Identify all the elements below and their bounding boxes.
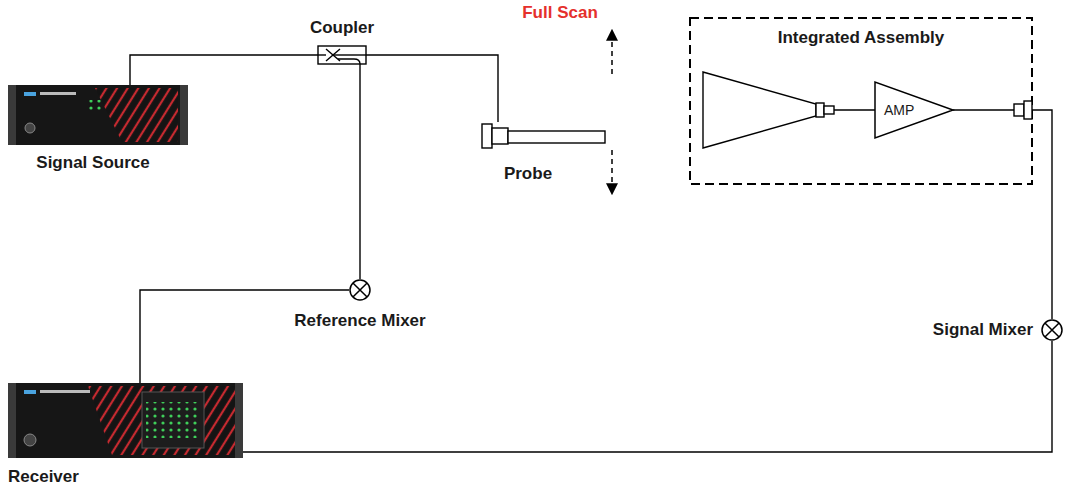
mixer-circle: Reference Mixer	[349, 279, 371, 301]
instrument-box: Receiver	[8, 383, 243, 458]
assembly-group: Integrated AssemblyAMP	[690, 18, 1032, 184]
mixer-symbol	[349, 279, 371, 301]
signal-cable	[1032, 110, 1052, 319]
probe-symbol	[482, 124, 605, 148]
component-label: Integrated Assembly	[778, 28, 945, 48]
coupler-box: Coupler	[318, 46, 366, 64]
mixer-circle: Signal Mixer	[1041, 319, 1063, 341]
component-label: Reference Mixer	[294, 311, 425, 331]
probe-box: Probe	[482, 122, 605, 150]
amplifier-triangle: AMP	[875, 82, 953, 138]
component-label: Receiver	[8, 467, 79, 487]
signal-cable	[140, 290, 349, 383]
component-label: Signal Source	[36, 153, 149, 173]
component-label: Signal Mixer	[933, 320, 1033, 340]
component-label: Probe	[504, 164, 552, 184]
mixer-symbol	[1041, 319, 1063, 341]
coupler-symbol	[318, 46, 366, 64]
signal-cable	[359, 64, 360, 279]
horn-antenna	[703, 72, 834, 148]
instrument-box: Signal Source	[8, 85, 188, 145]
amplifier-label: AMP	[884, 101, 914, 119]
scan-label: Full Scan	[522, 3, 598, 23]
signal-cable	[130, 55, 318, 85]
signal-cable	[366, 55, 498, 122]
signal-cable	[243, 341, 1052, 452]
scan-arrows	[611, 30, 613, 194]
signal-source-instrument	[8, 85, 188, 145]
component-label: Coupler	[310, 18, 374, 38]
assembly-boundary	[690, 18, 1032, 184]
receiver-instrument	[8, 383, 243, 458]
